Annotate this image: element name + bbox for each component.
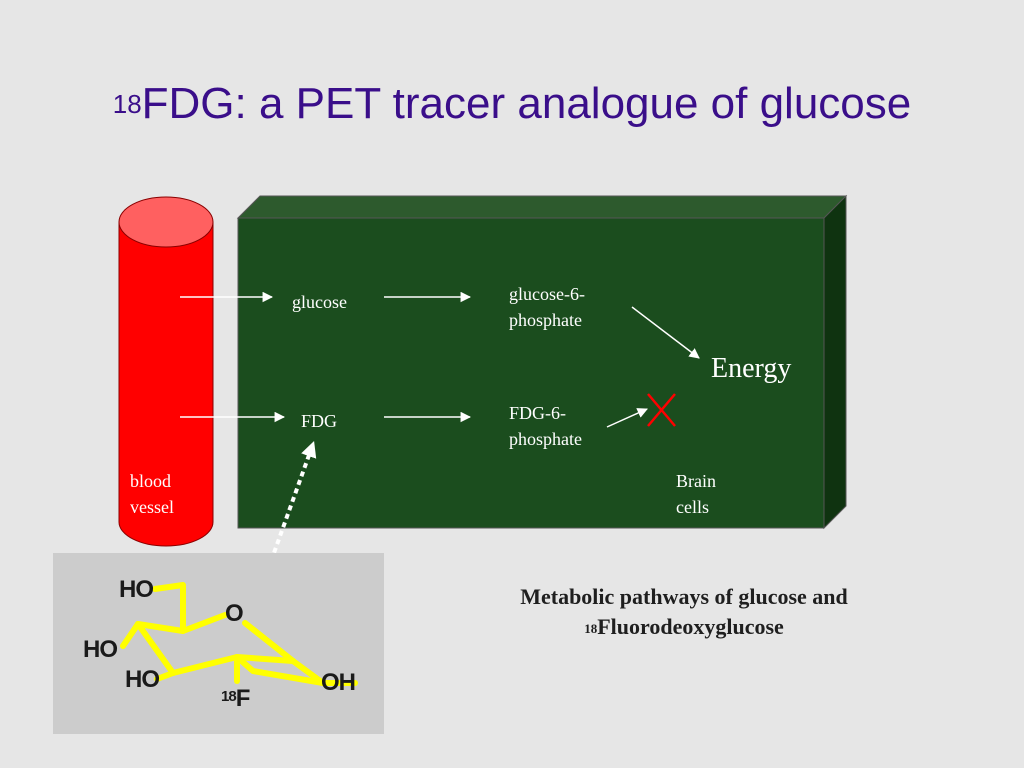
title-isotope-superscript: 18 [112,89,142,119]
bond-top-chain [152,582,186,634]
label-glucose-6-phosphate-line2: phosphate [509,310,582,330]
mol-label-fluorine: 18F [221,685,251,712]
vessel-body [118,221,214,547]
label-blood-vessel-line2: vessel [130,497,174,517]
label-blood-vessel-line1: blood [130,471,172,491]
mol-label-ring-oxygen: O [225,600,244,627]
caption-fluorodeoxyglucose: Fluorodeoxyglucose [597,614,784,639]
caption-line1: Metabolic pathways of glucose and [520,584,848,609]
mol-label-oh-right: OH [321,669,356,696]
label-glucose-6-phosphate-line1: glucose-6- [509,284,585,304]
dotted-arrow-molecule-to-fdg [263,440,317,579]
brain-cells-box [236,194,848,530]
vessel-top [118,196,214,248]
brain-box-side-face [823,194,847,530]
bond-to-ho-bottom [154,670,176,682]
bond-ring-oxygen-right [242,620,296,664]
label-energy: Energy [711,353,792,384]
bond-ring-bottom [170,654,326,686]
figure-caption: Metabolic pathways of glucose and 18Fluo… [444,582,924,642]
slide-title: 18FDG: a PET tracer analogue of glucose [0,76,1024,132]
bond-ring-top [135,612,228,634]
bond-to-ho-left [120,621,141,649]
blocked-x-mark [647,393,676,427]
arrow-fdg6p-to-block [606,408,648,428]
bond-ring-right-lower [234,654,296,664]
mol-label-ho-top: HO [119,576,154,603]
mol-label-ho-bottom: HO [125,666,160,693]
bond-ring-left [135,621,176,676]
fluorine-isotope-superscript: 18 [221,688,237,705]
caption-isotope-superscript: 18 [584,621,598,636]
brain-box-top-face [236,195,848,219]
mol-label-ho-left: HO [83,636,118,663]
label-fdg: FDG [301,411,338,431]
label-fdg-6-phosphate-line1: FDG-6- [509,403,566,423]
title-text: FDG: a PET tracer analogue of glucose [141,79,912,128]
label-fdg-6-phosphate-line2: phosphate [509,429,582,449]
brain-box-front-face [237,217,825,529]
blood-vessel-cylinder [118,196,214,547]
molecule-bonds [120,582,358,686]
fdg-molecule-structure: HO O HO HO OH 18F [53,553,384,734]
label-brain-cells-line2: cells [676,497,709,517]
fluorine-symbol: F [235,685,251,712]
label-glucose: glucose [292,292,347,312]
arrow-g6p-to-energy [631,306,700,359]
caption-line2: 18Fluorodeoxyglucose [444,612,924,642]
label-brain-cells-line1: Brain [676,471,716,491]
